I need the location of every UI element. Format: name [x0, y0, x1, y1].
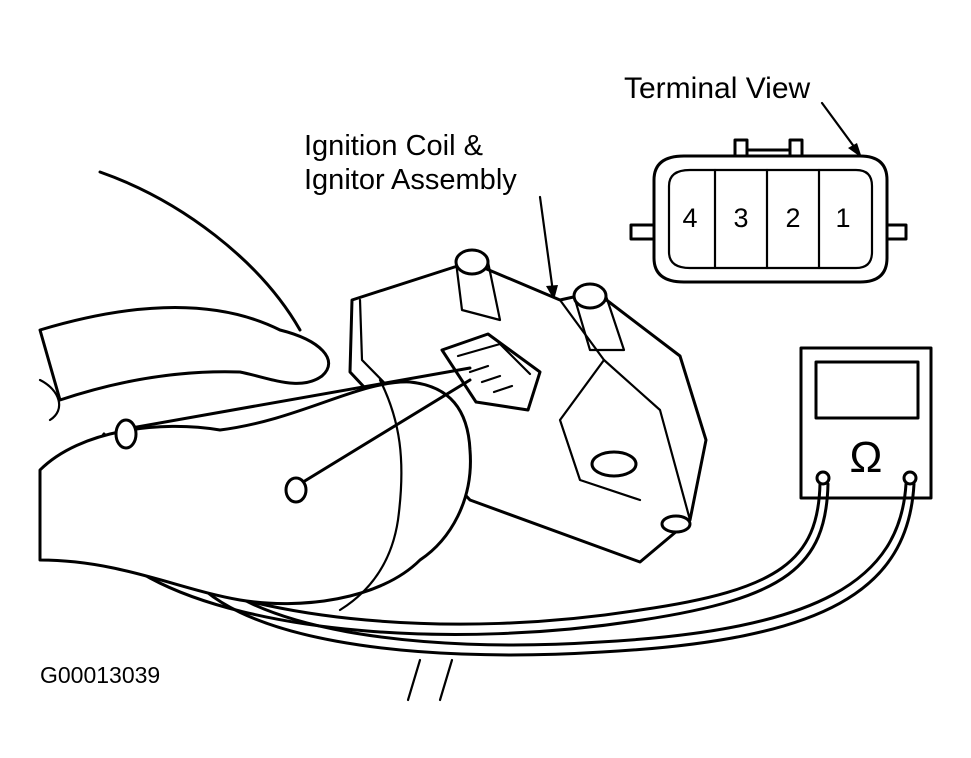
terminal-view-label: Terminal View — [624, 72, 811, 105]
component-arrow — [538, 195, 558, 300]
terminal-pin-1: 1 — [835, 203, 850, 233]
ignition-coil-assembly — [348, 248, 708, 564]
terminal-view-arrow — [820, 101, 862, 158]
technician-hands — [38, 170, 472, 702]
terminal-connector — [629, 138, 908, 284]
terminal-pin-2: 2 — [785, 203, 800, 233]
component-label-line1: Ignition Coil & — [304, 130, 483, 162]
ohmmeter-icon — [799, 346, 933, 500]
terminal-pin-3: 3 — [733, 203, 748, 233]
figure-id: G00013039 — [40, 662, 160, 688]
terminal-pin-4: 4 — [682, 203, 697, 233]
component-label-line2: Ignitor Assembly — [304, 164, 517, 196]
ohm-symbol: Ω — [850, 433, 883, 482]
